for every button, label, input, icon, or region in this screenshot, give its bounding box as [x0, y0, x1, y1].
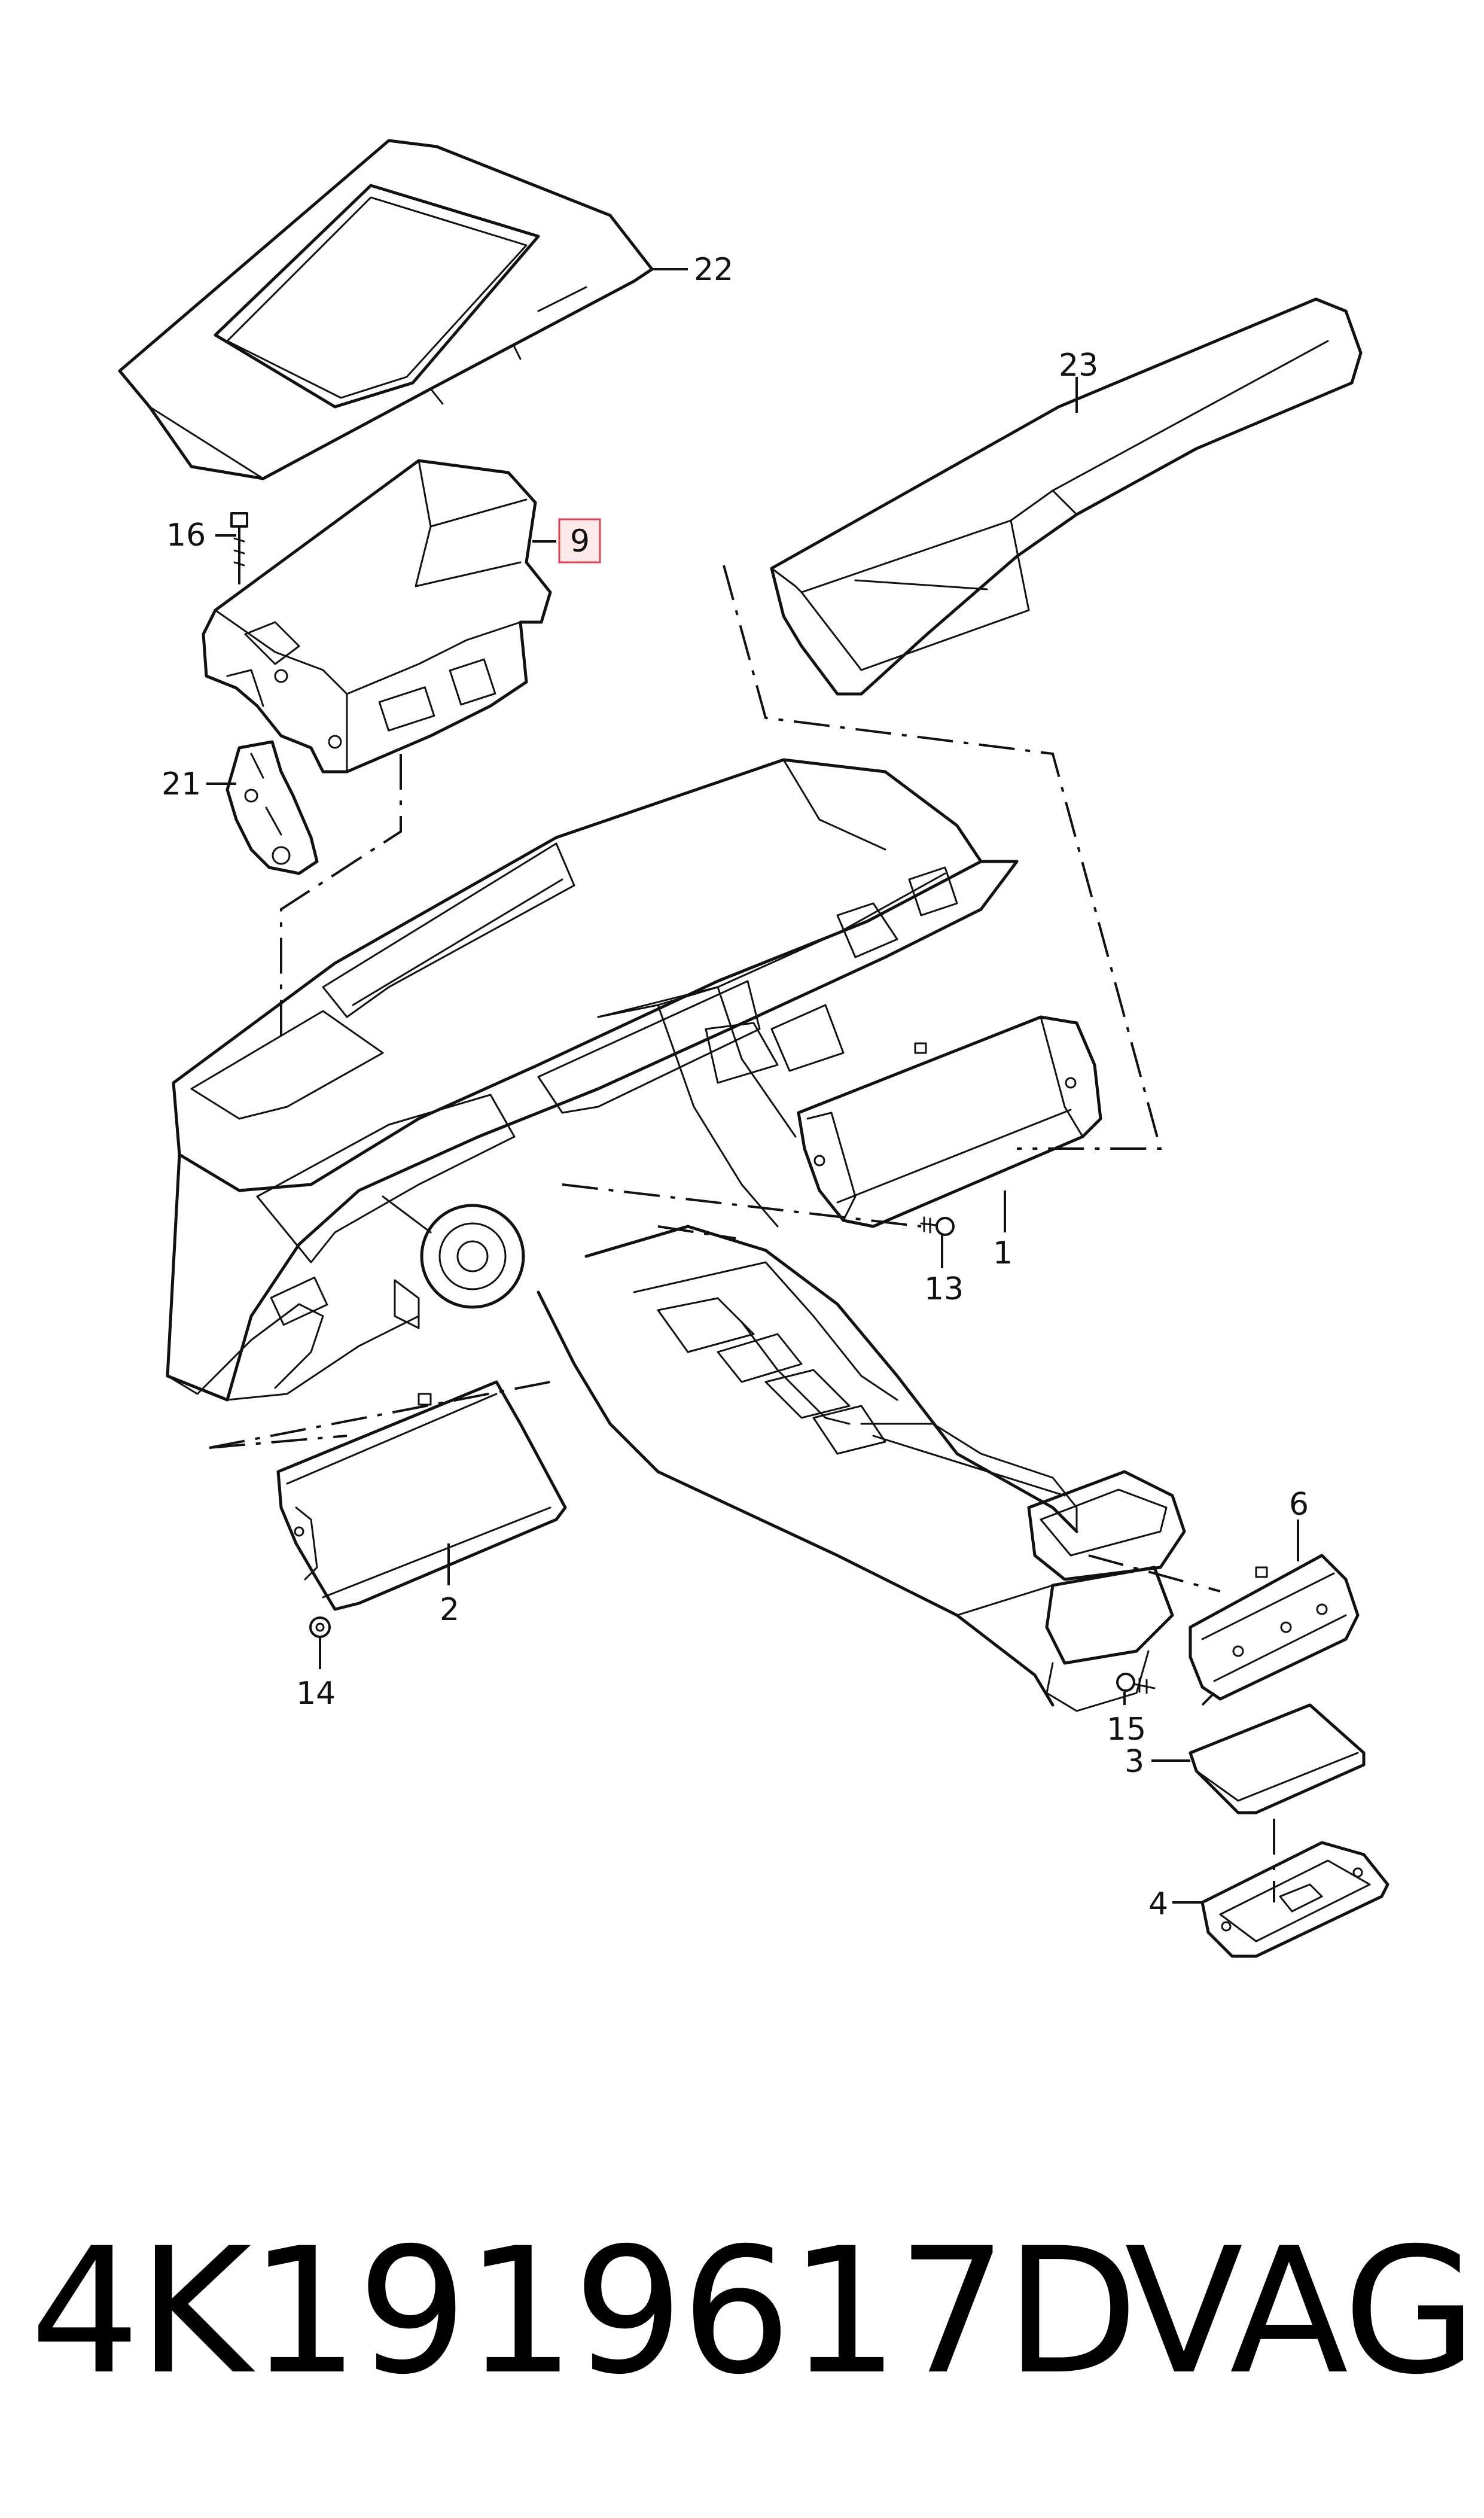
- callout-9: 9: [570, 523, 590, 559]
- callouts: 22 23 16 9 21 1 13 2 14 6 15 3 4: [161, 252, 1309, 1922]
- highlight-box-9: [558, 518, 601, 564]
- callout-4: 4: [1148, 1886, 1168, 1922]
- callout-2: 2: [440, 1592, 459, 1628]
- brand-text: VAG: [1125, 2211, 1477, 2413]
- leader-lines: [206, 268, 1299, 1904]
- part-14-nut: [309, 1616, 331, 1638]
- callout-16: 16: [166, 517, 206, 553]
- part-6-climate-control-panel: [1189, 1554, 1360, 1701]
- part-13-screw: [920, 1216, 955, 1236]
- callout-22: 22: [694, 252, 733, 288]
- callout-14: 14: [296, 1676, 336, 1712]
- part-number-text: 4K1919617D: [30, 2211, 1139, 2413]
- part-3-cover-plate: [1189, 1703, 1366, 1814]
- part-1-instrument-cluster: [797, 1015, 1102, 1228]
- callout-6: 6: [1289, 1487, 1309, 1523]
- part-2-display-module: [276, 1380, 567, 1611]
- part-9-display-unit: [202, 459, 552, 774]
- part-16-bolt: [230, 512, 248, 584]
- callout-1: 1: [993, 1235, 1013, 1271]
- callout-13: 13: [924, 1271, 964, 1307]
- callout-3: 3: [1125, 1744, 1144, 1780]
- callout-21: 21: [161, 766, 201, 802]
- part-4-tray-housing: [1200, 1841, 1389, 1958]
- part-21-bracket: [226, 740, 319, 875]
- assembly-lines: [209, 565, 1275, 1902]
- part-15-screw: [1116, 1673, 1156, 1694]
- callout-23: 23: [1059, 348, 1098, 383]
- callout-15: 15: [1107, 1712, 1146, 1747]
- part-23-lower-trim: [770, 297, 1363, 696]
- dashboard-assembly: [166, 758, 1186, 1712]
- part-22-trim-cover: [118, 139, 654, 480]
